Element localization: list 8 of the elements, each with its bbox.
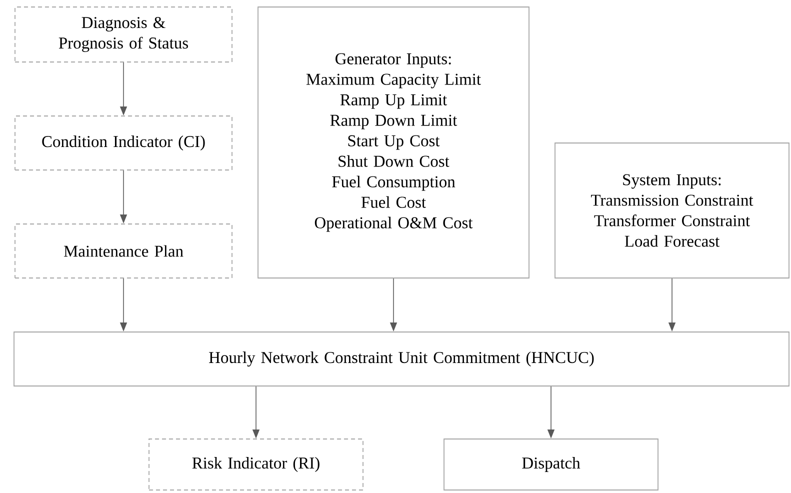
process-box: Diagnosis & Prognosis of Status (14, 6, 232, 62)
input-box: System Inputs: Transmission Constraint Transformer Constraint Load Forecast (554, 142, 790, 278)
output-box: Risk Indicator (RI) (148, 438, 364, 490)
process-box: Hourly Network Constraint Unit Commitment (HNCUC) (14, 332, 790, 386)
output-box: Dispatch (444, 438, 658, 490)
input-box: Generator Inputs: Maximum Capacity Limit Ramp Up Limit Ramp Down Limit Start Up Cost Shut Down Cost Fuel Consumption Fuel Cost Operational O&M Cost (258, 6, 530, 278)
process-box: Maintenance Plan (14, 224, 232, 278)
process-box: Condition Indicator (CI) (14, 116, 232, 170)
